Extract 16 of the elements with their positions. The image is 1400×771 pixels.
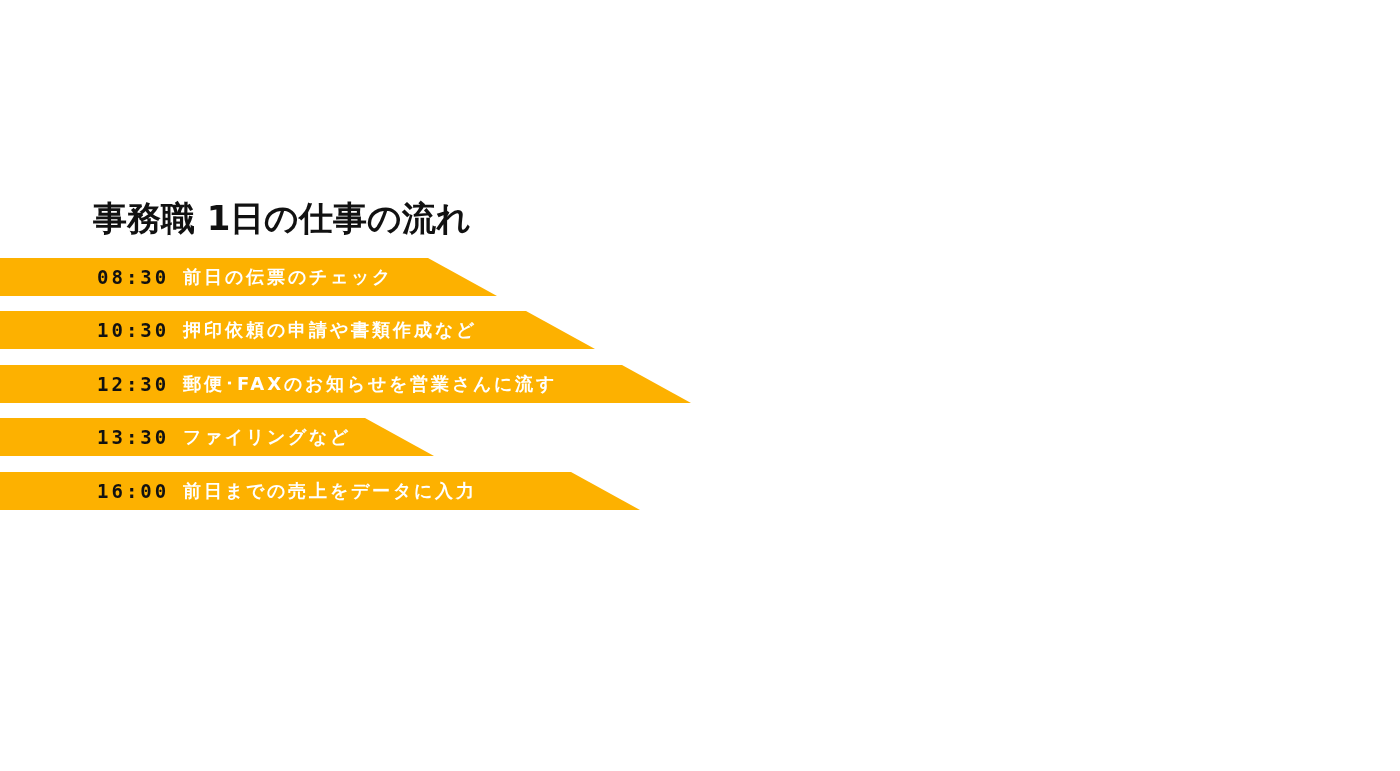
time-label: 13:30	[97, 426, 170, 448]
task-label: ファイリングなど	[183, 426, 351, 448]
task-label: 前日までの売上をデータに入力	[183, 480, 477, 502]
schedule-banner	[0, 472, 640, 510]
time-label: 16:00	[97, 480, 170, 502]
schedule-banner	[0, 311, 595, 349]
schedule-banner	[0, 258, 497, 296]
time-label: 12:30	[97, 373, 170, 395]
time-label: 08:30	[97, 266, 170, 288]
heading: 事務職 1日の仕事の流れ	[93, 197, 472, 240]
schedule-banner	[0, 365, 691, 403]
task-label: 押印依頼の申請や書類作成など	[183, 319, 477, 341]
schedule-banner	[0, 418, 434, 456]
time-label: 10:30	[97, 319, 170, 341]
task-label: 前日の伝票のチェック	[183, 266, 393, 288]
task-label: 郵便･FAXのお知らせを営業さんに流す	[183, 373, 558, 395]
